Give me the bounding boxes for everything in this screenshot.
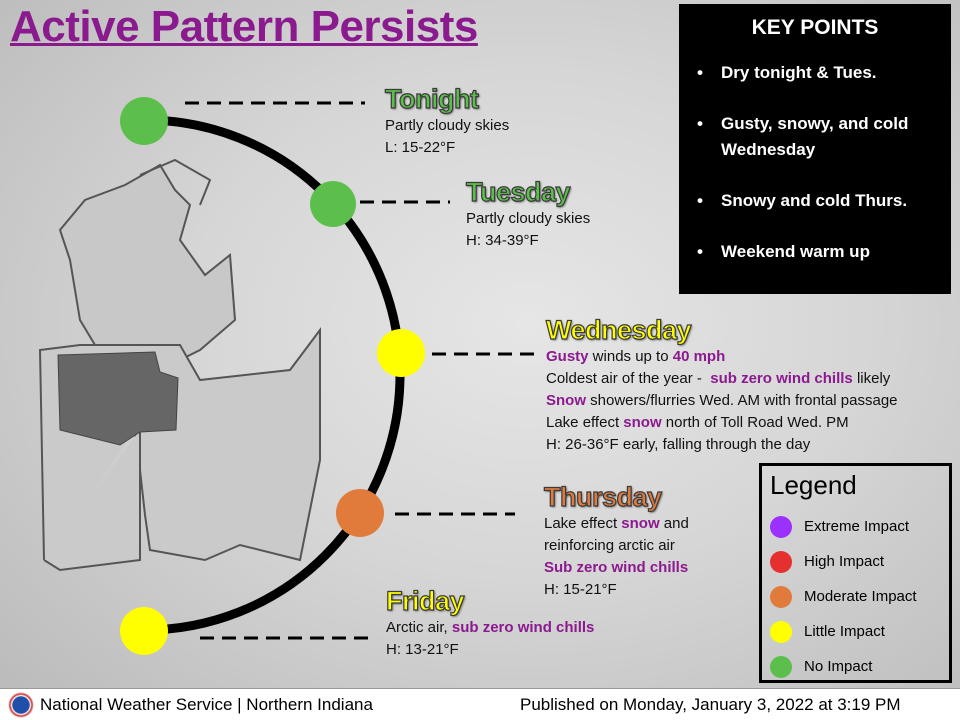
tonight-block: Tonight Partly cloudy skies L: 15-22°F <box>384 83 510 159</box>
tonight-impact-dot <box>120 97 168 145</box>
forecast-line: Coldest air of the year - sub zero wind … <box>546 370 891 387</box>
tuesday-block: Tuesday Partly cloudy skies H: 34-39°F <box>465 176 591 252</box>
legend-swatch <box>770 585 792 608</box>
nws-logo-icon <box>8 691 34 718</box>
legend-label: High Impact <box>804 553 885 570</box>
legend-item: Little Impact <box>770 614 941 649</box>
forecast-temp: H: 13-21°F <box>386 641 459 658</box>
thursday-block: Thursday Lake effect snow and reinforcin… <box>543 481 689 601</box>
key-point: Dry tonight & Tues. <box>693 60 937 86</box>
forecast-temp: H: 34-39°F <box>466 232 539 249</box>
key-points-heading: KEY POINTS <box>751 16 879 39</box>
day-title: Wednesday <box>545 314 692 345</box>
key-points-panel: KEY POINTS Dry tonight & Tues. Gusty, sn… <box>679 4 951 294</box>
legend-swatch <box>770 655 792 678</box>
day-title: Thursday <box>543 481 662 512</box>
forecast-line: Snow showers/flurries Wed. AM with front… <box>546 392 898 409</box>
day-title: Tonight <box>384 83 479 114</box>
legend-item: No Impact <box>770 649 941 684</box>
forecast-line: Partly cloudy skies <box>385 117 510 134</box>
legend-title: Legend <box>770 470 857 500</box>
footer-published: Published on Monday, January 3, 2022 at … <box>520 694 901 714</box>
day-title: Tuesday <box>465 176 571 207</box>
connector-lines <box>185 101 535 640</box>
footer-office: National Weather Service | Northern Indi… <box>40 694 373 714</box>
footer: National Weather Service | Northern Indi… <box>0 688 960 720</box>
forecast-line: Gusty winds up to 40 mph <box>546 348 726 365</box>
legend-label: No Impact <box>804 658 873 675</box>
key-point: Weekend warm up <box>693 239 937 265</box>
legend-item: High Impact <box>770 544 941 579</box>
day-title: Friday <box>385 585 465 616</box>
forecast-temp: L: 15-22°F <box>385 139 456 156</box>
wednesday-block: Wednesday Gusty winds up to 40 mph Colde… <box>545 314 898 456</box>
county-area <box>57 351 179 446</box>
forecast-line: reinforcing arctic air <box>544 537 675 554</box>
legend-item: Extreme Impact <box>770 509 941 544</box>
tuesday-impact-dot <box>310 181 356 227</box>
forecast-line: Lake effect snow and <box>544 515 689 532</box>
legend-label: Moderate Impact <box>804 588 917 605</box>
forecast-temp: H: 26-36°F early, falling through the da… <box>546 436 811 453</box>
forecast-temp: H: 15-21°F <box>544 581 617 598</box>
legend-swatch <box>770 620 792 643</box>
forecast-line: Partly cloudy skies <box>466 210 591 227</box>
legend-label: Little Impact <box>804 623 885 640</box>
friday-block: Friday Arctic air, sub zero wind chills … <box>385 585 595 661</box>
key-point: Gusty, snowy, and cold Wednesday <box>693 111 937 163</box>
legend-item: Moderate Impact <box>770 579 941 614</box>
wednesday-impact-dot <box>377 329 425 377</box>
legend: Legend Extreme Impact High Impact Modera… <box>759 463 952 683</box>
legend-swatch <box>770 550 792 573</box>
forecast-line: Lake effect snow north of Toll Road Wed.… <box>546 414 849 431</box>
page-title: Active Pattern Persists <box>10 2 478 51</box>
legend-swatch <box>770 515 792 538</box>
forecast-line: Sub zero wind chills <box>544 559 689 576</box>
key-point: Snowy and cold Thurs. <box>693 188 937 214</box>
forecast-line: Arctic air, sub zero wind chills <box>386 619 595 636</box>
thursday-impact-dot <box>336 489 384 537</box>
friday-impact-dot <box>120 607 168 655</box>
legend-label: Extreme Impact <box>804 518 910 535</box>
